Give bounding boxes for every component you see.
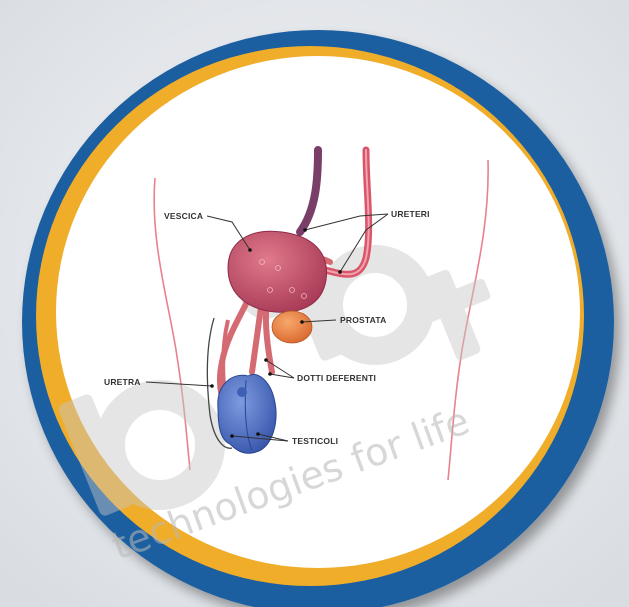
label-dotti-deferenti: DOTTI DEFERENTI (297, 373, 376, 383)
testes (218, 374, 276, 453)
testes-shape (218, 374, 276, 453)
bladder (228, 231, 327, 312)
label-uretra: URETRA (104, 377, 141, 387)
bladder-shape (228, 231, 327, 312)
label-vescica: VESCICA (164, 211, 203, 221)
label-ureteri: URETERI (391, 209, 430, 219)
label-prostata: PROSTATA (340, 315, 386, 325)
prostate (272, 311, 312, 343)
